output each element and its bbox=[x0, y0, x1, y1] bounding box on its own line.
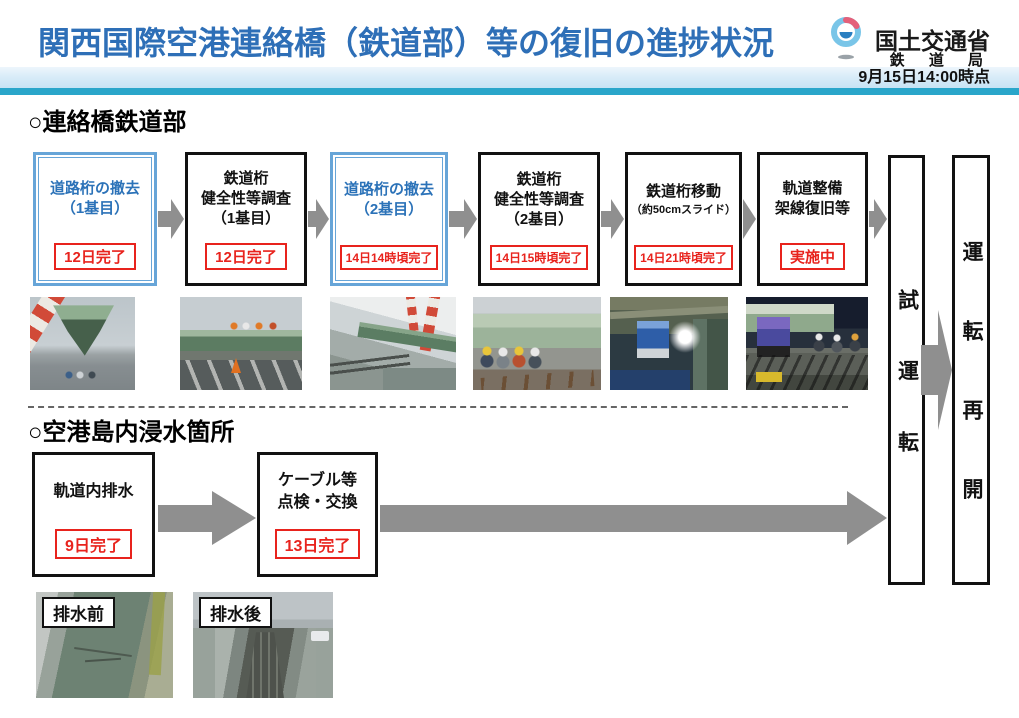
step-rail-girder-inspection-2: 鉄道桁 健全性等調査 （2基目） 14日15時頃完了 bbox=[478, 152, 600, 286]
step-label: 軌道内排水 bbox=[53, 455, 133, 529]
photo-after-drainage: 排水後 bbox=[193, 592, 333, 698]
work-light bbox=[668, 321, 701, 354]
step-line: （2基目） bbox=[354, 201, 424, 218]
mlit-logo-icon bbox=[831, 16, 861, 60]
arrow-right-icon bbox=[743, 199, 756, 239]
arrow-right-icon bbox=[308, 199, 329, 239]
section-flood-heading: ○空港島内浸水箇所 bbox=[28, 419, 235, 446]
step-line: （2基目） bbox=[504, 211, 574, 229]
step-track-catenary-restoration: 軌道整備 架線復旧等 実施中 bbox=[757, 152, 868, 286]
photo-girder-over-water bbox=[330, 297, 456, 390]
photo-girder-lift bbox=[30, 297, 135, 390]
agency-name: 国土交通省 bbox=[875, 28, 990, 54]
step-line: ケーブル等 bbox=[277, 472, 358, 490]
photo-deck-survey bbox=[180, 297, 302, 390]
step-label: 鉄道桁 健全性等調査 （2基目） bbox=[494, 155, 584, 245]
step-road-girder-removal-2: 道路桁の撤去 （2基目） 14日14時頃完了 bbox=[330, 152, 448, 286]
photo-jack-equipment bbox=[610, 297, 728, 390]
header-band: 9月15日14:00時点 bbox=[0, 67, 1019, 88]
excavator bbox=[756, 316, 790, 358]
timestamp: 9月15日14:00時点 bbox=[858, 69, 990, 86]
step-label: 道路桁の撤去 （2基目） bbox=[344, 155, 434, 245]
status-badge: 14日21時頃完了 bbox=[634, 245, 733, 270]
step-label: 軌道整備 架線復旧等 bbox=[775, 155, 850, 243]
step-label: 鉄道桁移動 （約50cmスライド） bbox=[631, 155, 736, 245]
workers bbox=[809, 332, 866, 353]
sea-water bbox=[382, 367, 456, 390]
status-badge: 14日14時頃完了 bbox=[339, 245, 439, 270]
arrow-trial-to-resume-icon bbox=[921, 310, 952, 430]
step-line: 健全性等調査 bbox=[493, 190, 584, 208]
step-line: 架線復旧等 bbox=[774, 200, 850, 217]
service-resume-label: 運転再開 bbox=[960, 241, 983, 557]
arrow-right-icon bbox=[158, 199, 184, 239]
arrow-right-icon bbox=[869, 199, 887, 239]
step-label: 鉄道桁 健全性等調査 （1基目） bbox=[201, 155, 291, 243]
step-line: （1基目） bbox=[211, 210, 281, 228]
bureau-name: 鉄 道 局 bbox=[889, 52, 993, 69]
photo-before-drainage: 排水前 bbox=[36, 592, 173, 698]
page-title: 関西国際空港連絡橋（鉄道部）等の復旧の進捗状況 bbox=[38, 25, 775, 61]
status-badge: 13日完了 bbox=[274, 529, 361, 559]
workers bbox=[479, 345, 569, 374]
step-label: ケーブル等 点検・交換 bbox=[277, 455, 357, 529]
section-divider bbox=[28, 406, 848, 408]
photo-label-after: 排水後 bbox=[199, 597, 272, 628]
step-track-drainage: 軌道内排水 9日完了 bbox=[32, 452, 155, 577]
beam bbox=[610, 305, 728, 319]
photo-label-before: 排水前 bbox=[42, 597, 115, 628]
step-line: 健全性等調査 bbox=[200, 189, 291, 207]
debris bbox=[74, 647, 132, 658]
road-girder bbox=[53, 305, 114, 356]
hydraulic-jack bbox=[637, 321, 669, 359]
step-rail-girder-slide: 鉄道桁移動 （約50cmスライド） 14日21時頃完了 bbox=[625, 152, 742, 286]
work-vehicle bbox=[310, 631, 329, 642]
service-resume-box: 運転再開 bbox=[952, 155, 990, 585]
trial-run-box: 試運転 bbox=[888, 155, 925, 585]
trial-run-label: 試運転 bbox=[895, 288, 919, 502]
section-bridge-heading: ○連絡橋鉄道部 bbox=[28, 109, 187, 136]
step-line: 軌道内排水 bbox=[53, 483, 134, 501]
arrow-right-icon bbox=[449, 199, 477, 239]
status-badge: 実施中 bbox=[779, 243, 845, 270]
rail-girder bbox=[473, 313, 601, 349]
equipment-crates bbox=[755, 371, 782, 382]
step-line: （1基目） bbox=[60, 200, 130, 217]
rail-girder bbox=[180, 330, 302, 351]
step-cable-inspection: ケーブル等 点検・交換 13日完了 bbox=[257, 452, 378, 577]
photo-night-track-work bbox=[746, 297, 868, 390]
status-badge: 14日15時頃完了 bbox=[489, 245, 589, 270]
step-rail-girder-inspection-1: 鉄道桁 健全性等調査 （1基目） 12日完了 bbox=[185, 152, 307, 286]
status-badge: 12日完了 bbox=[54, 243, 136, 270]
arrow-flood-to-trial-icon bbox=[380, 491, 887, 545]
arrow-right-icon bbox=[158, 491, 256, 545]
step-line: 軌道整備 bbox=[782, 179, 843, 197]
step-line: （約50cmスライド） bbox=[630, 203, 737, 216]
step-line: 鉄道桁 bbox=[516, 170, 562, 188]
workers bbox=[228, 322, 285, 332]
step-line: 鉄道桁 bbox=[223, 169, 269, 187]
step-road-girder-removal-1: 道路桁の撤去 （1基目） 12日完了 bbox=[33, 152, 157, 286]
step-label: 道路桁の撤去 （1基目） bbox=[50, 155, 140, 243]
header-accent-strip bbox=[0, 88, 1019, 95]
step-line: 鉄道桁移動 bbox=[645, 183, 721, 201]
photo-inspection-team bbox=[473, 297, 601, 390]
workers bbox=[63, 369, 104, 380]
status-badge: 9日完了 bbox=[55, 529, 132, 559]
support-base bbox=[610, 369, 691, 390]
status-badge: 12日完了 bbox=[205, 243, 287, 270]
traffic-cone bbox=[231, 358, 242, 374]
step-line: 道路桁の撤去 bbox=[343, 180, 434, 198]
road-girder bbox=[357, 322, 456, 354]
debris bbox=[85, 657, 121, 663]
step-line: 点検・交換 bbox=[277, 494, 358, 511]
vegetation bbox=[148, 592, 166, 675]
arrow-right-icon bbox=[601, 199, 624, 239]
step-line: 道路桁の撤去 bbox=[49, 179, 140, 197]
